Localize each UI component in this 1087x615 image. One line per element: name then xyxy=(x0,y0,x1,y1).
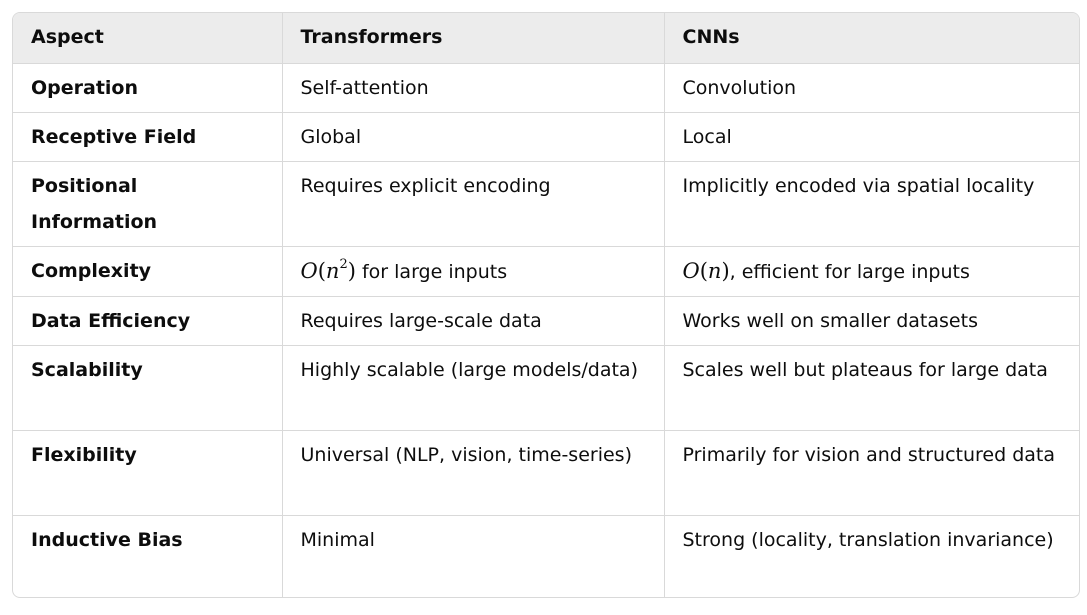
table-row: Flexibility Universal (NLP, vision, time… xyxy=(13,430,1079,516)
row-transformers-text: for large inputs xyxy=(361,260,508,283)
row-transformers: Highly scalable (large models/data) xyxy=(282,345,665,431)
math-close-paren: ) xyxy=(347,258,356,283)
row-aspect: Inductive Bias xyxy=(13,515,283,597)
row-transformers: Global xyxy=(282,112,665,162)
row-cnns: O(n), efficient for large inputs xyxy=(664,246,1079,297)
math-variable: n xyxy=(325,258,340,283)
header-cnns: CNNs xyxy=(664,13,1079,64)
row-aspect: Complexity xyxy=(13,246,283,297)
header-aspect: Aspect xyxy=(13,13,283,64)
complexity-formula-cnns: O(n) xyxy=(683,259,730,283)
row-aspect: Data Efficiency xyxy=(13,296,283,346)
row-transformers: Universal (NLP, vision, time-series) xyxy=(282,430,665,516)
row-aspect: Operation xyxy=(13,63,283,113)
row-cnns: Primarily for vision and structured data xyxy=(664,430,1079,516)
row-cnns: Local xyxy=(664,112,1079,162)
row-transformers: Requires explicit encoding xyxy=(282,161,665,247)
math-open-paren: ( xyxy=(699,258,708,283)
row-aspect: Flexibility xyxy=(13,430,283,516)
row-cnns: Convolution xyxy=(664,63,1079,113)
table-row: Receptive Field Global Local xyxy=(13,112,1079,162)
row-cnns: Scales well but plateaus for large data xyxy=(664,345,1079,431)
table-header-row: Aspect Transformers CNNs xyxy=(13,13,1079,64)
row-cnns-text: , efficient for large inputs xyxy=(729,260,970,283)
table-row: Positional Information Requires explicit… xyxy=(13,161,1079,247)
row-cnns: Strong (locality, translation invariance… xyxy=(682,528,1054,551)
table-row: Inductive Bias Minimal Strong (locality,… xyxy=(13,515,1079,597)
table-row: Data Efficiency Requires large-scale dat… xyxy=(13,296,1079,346)
math-exponent: 2 xyxy=(339,256,348,272)
header-transformers: Transformers xyxy=(282,13,665,64)
row-cnns: Implicitly encoded via spatial locality xyxy=(664,161,1079,247)
math-function: O xyxy=(300,258,318,283)
comparison-table-grid: Aspect Transformers CNNs Operation Self-… xyxy=(13,13,1079,597)
row-transformers: Requires large-scale data xyxy=(282,296,665,346)
comparison-table: Aspect Transformers CNNs Operation Self-… xyxy=(12,12,1080,598)
math-open-paren: ( xyxy=(317,258,326,283)
row-aspect: Scalability xyxy=(13,345,283,431)
table-row: Scalability Highly scalable (large model… xyxy=(13,345,1079,431)
row-aspect: Positional Information xyxy=(13,161,283,247)
row-transformers: Minimal xyxy=(282,515,665,597)
math-variable: n xyxy=(707,258,722,283)
table-row: Complexity O(n2) for large inputs O(n), … xyxy=(13,246,1079,297)
table-row: Operation Self-attention Convolution xyxy=(13,63,1079,113)
row-transformers: O(n2) for large inputs xyxy=(282,246,665,297)
complexity-formula-transformers: O(n2) xyxy=(300,256,356,283)
math-close-paren: ) xyxy=(721,258,730,283)
math-function: O xyxy=(682,258,700,283)
row-aspect: Receptive Field xyxy=(13,112,283,162)
row-cnns: Works well on smaller datasets xyxy=(664,296,1079,346)
row-transformers: Self-attention xyxy=(282,63,665,113)
